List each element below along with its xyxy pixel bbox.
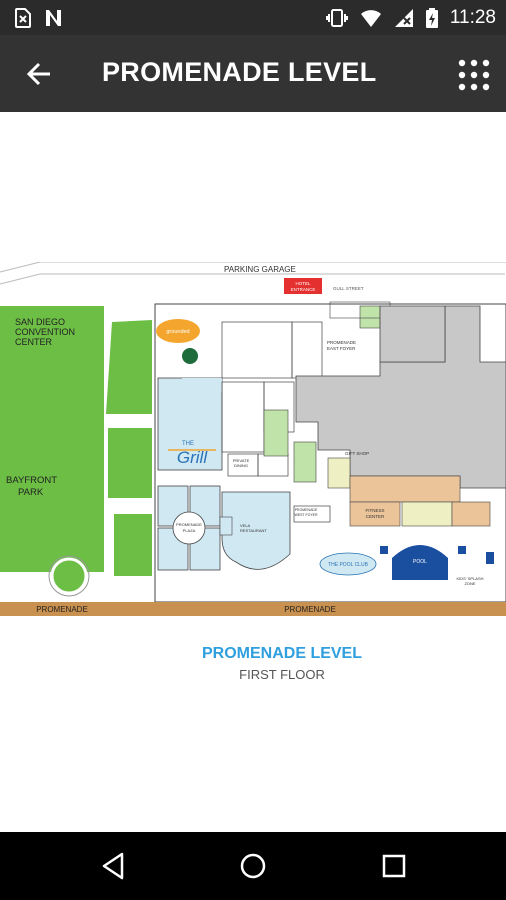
wifi-icon xyxy=(360,10,381,27)
map-label-san-diego: SAN DIEGO xyxy=(15,317,65,327)
page-title: PROMENADE LEVEL xyxy=(102,57,377,87)
map-label-promenade-left: PROMENADE xyxy=(36,605,88,614)
map-label-restaurant: RESTAURANT xyxy=(240,528,267,533)
bayfront-park xyxy=(0,306,104,572)
battery-charging-icon xyxy=(425,8,438,28)
map-label-west-foyer-1: PROMENADE xyxy=(295,508,318,512)
map-label-east-foyer-2: EAST FOYER xyxy=(327,346,356,351)
map-label-pool: POOL xyxy=(413,559,427,565)
map-label-vela: VELA xyxy=(240,523,251,528)
app-bar: PROMENADE LEVEL xyxy=(0,35,506,112)
cafe-marker xyxy=(156,319,200,343)
map-label-convention: CONVENTION xyxy=(15,327,75,337)
coffee-shop-icon xyxy=(182,348,198,364)
grid-menu-icon[interactable] xyxy=(458,59,490,91)
map-label-parking-garage: PARKING GARAGE xyxy=(224,265,296,274)
signal-icon xyxy=(394,9,413,27)
map-label-bayfront: BAYFRONT xyxy=(6,475,57,486)
vibrate-icon xyxy=(325,9,348,27)
map-label-east-foyer-1: PROMENADE xyxy=(327,340,356,345)
map-label-grill-the: THE xyxy=(182,441,194,447)
map-label-fitness-2: CENTER xyxy=(366,514,385,519)
nav-recents-icon[interactable] xyxy=(378,850,410,882)
nav-home-icon[interactable] xyxy=(237,850,269,882)
map-label-hotel: HOTEL xyxy=(295,281,311,286)
n-app-icon xyxy=(46,10,61,26)
map-label-kids-2: ZONE xyxy=(464,581,475,586)
sim-card-icon xyxy=(15,8,31,28)
map-label-park: PARK xyxy=(18,487,44,498)
map-label-private: PRIVATE xyxy=(233,458,250,463)
arrow-back-icon[interactable] xyxy=(24,59,54,89)
map-label-west-foyer-2: WEST FOYER xyxy=(294,513,318,517)
map-caption-title: PROMENADE LEVEL xyxy=(201,645,362,662)
map-label-dining: DINING xyxy=(234,463,248,468)
promenade-walkway xyxy=(0,602,506,616)
map-label-kids-1: KIDS' SPLASH xyxy=(457,576,484,581)
map-caption-subtitle: FIRST FLOOR xyxy=(239,667,325,682)
nav-back-icon[interactable] xyxy=(98,850,130,882)
map-label-promenade-mid: PROMENADE xyxy=(284,605,336,614)
map-label-cafe: grounded xyxy=(166,329,189,335)
map-label-fitness-1: FITNESS xyxy=(365,508,384,513)
map-label-plaza-1: PROMENADE xyxy=(176,522,202,527)
status-time: 11:28 xyxy=(449,7,496,28)
floor-map[interactable]: PARKING GARAGE HOTEL ENTRANCE GULL STREE… xyxy=(0,262,506,622)
map-viewer[interactable]: PARKING GARAGE HOTEL ENTRANCE GULL STREE… xyxy=(0,112,506,832)
map-label-grill: Grill xyxy=(177,448,208,467)
pool xyxy=(392,545,448,580)
map-label-gift-shop: GIFT SHOP xyxy=(345,451,369,456)
map-label-center: CENTER xyxy=(15,337,53,347)
hotel-entrance xyxy=(284,278,322,294)
map-label-plaza-2: PLAZA xyxy=(183,528,196,533)
system-nav-bar xyxy=(0,832,506,900)
map-label-gull-street: GULL STREET xyxy=(333,286,364,291)
map-label-entrance: ENTRANCE xyxy=(291,287,316,292)
status-bar: 11:28 xyxy=(0,0,506,35)
map-label-pool-club: THE POOL CLUB xyxy=(328,562,368,568)
